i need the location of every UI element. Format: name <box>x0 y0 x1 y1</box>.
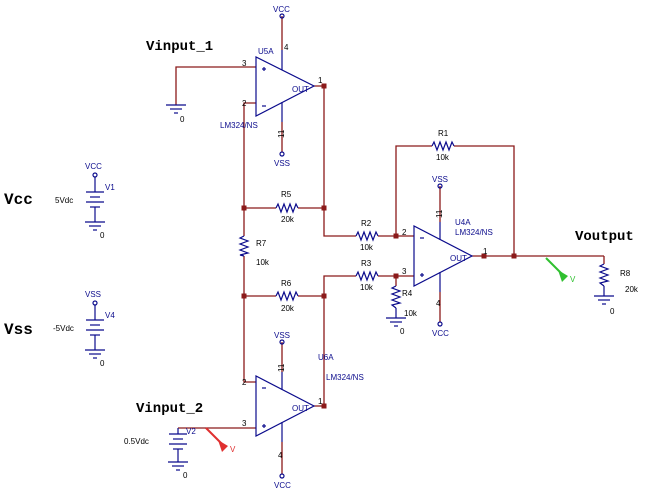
svg-text:4: 4 <box>284 43 289 52</box>
opamp-u4a[interactable]: U4A LM324/NS OUT 2 3 1 11 4 VSS VCC <box>402 175 493 338</box>
svg-text:0: 0 <box>183 471 188 480</box>
u4a-model: LM324/NS <box>455 228 493 237</box>
svg-text:0: 0 <box>610 307 615 316</box>
svg-text:-5Vdc: -5Vdc <box>53 324 74 333</box>
svg-text:R5: R5 <box>281 190 292 199</box>
u6a-top-supply: VSS <box>274 331 290 340</box>
voltage-probe-red[interactable]: V <box>205 427 236 454</box>
svg-text:3: 3 <box>242 59 247 68</box>
svg-text:20k: 20k <box>625 285 639 294</box>
svg-text:VSS: VSS <box>85 290 101 299</box>
svg-text:V: V <box>570 275 576 284</box>
svg-text:11: 11 <box>277 363 286 372</box>
source-v1[interactable]: VCC 0 V1 5Vdc <box>55 162 115 240</box>
svg-text:R3: R3 <box>361 259 372 268</box>
resistor-r8[interactable]: R8 20k 0 <box>594 263 639 316</box>
svg-text:10k: 10k <box>436 153 450 162</box>
u4a-top-supply: VSS <box>432 175 448 184</box>
opamp-u6a[interactable]: U6A LM324/NS OUT 2 3 1 11 4 VSS VCC <box>242 331 364 490</box>
svg-text:1: 1 <box>318 397 323 406</box>
svg-text:20k: 20k <box>281 215 295 224</box>
svg-text:0: 0 <box>100 359 105 368</box>
svg-text:V4: V4 <box>105 311 115 320</box>
svg-text:4: 4 <box>278 451 283 460</box>
svg-text:R1: R1 <box>438 129 449 138</box>
resistor-r1[interactable]: R1 10k <box>431 129 455 162</box>
svg-text:2: 2 <box>402 228 407 237</box>
svg-text:20k: 20k <box>281 304 295 313</box>
resistor-r3[interactable]: R3 10k <box>355 259 379 292</box>
svg-text:4: 4 <box>436 299 441 308</box>
svg-text:1: 1 <box>483 247 488 256</box>
u4a-out: OUT <box>450 254 467 263</box>
resistor-r4[interactable]: R4 10k 0 <box>386 285 418 336</box>
svg-text:V1: V1 <box>105 183 115 192</box>
u6a-ref: U6A <box>318 353 334 362</box>
junctions <box>241 83 517 409</box>
resistor-r5[interactable]: R5 20k <box>275 190 299 224</box>
u4a-bottom-supply: VCC <box>432 329 449 338</box>
svg-text:2: 2 <box>242 378 247 387</box>
resistor-r7[interactable]: R7 10k <box>238 235 270 267</box>
label-vinput-1: Vinput_1 <box>146 39 213 55</box>
u5a-top-supply: VCC <box>273 5 290 14</box>
svg-text:R2: R2 <box>361 219 372 228</box>
svg-text:V: V <box>230 445 236 454</box>
u6a-model: LM324/NS <box>326 373 364 382</box>
svg-text:10k: 10k <box>256 258 270 267</box>
source-v4[interactable]: VSS 0 V4 -5Vdc <box>53 290 115 368</box>
svg-text:11: 11 <box>435 209 444 218</box>
svg-text:10k: 10k <box>404 309 418 318</box>
u5a-ref: U5A <box>258 47 274 56</box>
label-vinput-2: Vinput_2 <box>136 401 203 417</box>
svg-text:10k: 10k <box>360 243 374 252</box>
svg-text:11: 11 <box>277 129 286 138</box>
voltage-probe-green[interactable]: V <box>545 257 576 284</box>
svg-text:0: 0 <box>180 115 185 124</box>
svg-text:10k: 10k <box>360 283 374 292</box>
opamp-u5a[interactable]: U5A LM324/NS OUT 3 2 1 4 11 VCC VSS <box>220 5 323 168</box>
label-vss: Vss <box>4 321 33 339</box>
svg-text:0: 0 <box>400 327 405 336</box>
label-vcc: Vcc <box>4 191 33 209</box>
u4a-ref: U4A <box>455 218 471 227</box>
u5a-out: OUT <box>292 85 309 94</box>
svg-text:3: 3 <box>242 419 247 428</box>
svg-text:0: 0 <box>100 231 105 240</box>
u5a-model: LM324/NS <box>220 121 258 130</box>
resistor-r6[interactable]: R6 20k <box>275 279 299 313</box>
svg-text:R7: R7 <box>256 239 267 248</box>
svg-text:1: 1 <box>318 76 323 85</box>
svg-text:R8: R8 <box>620 269 631 278</box>
svg-text:2: 2 <box>242 99 247 108</box>
svg-text:5Vdc: 5Vdc <box>55 196 73 205</box>
svg-text:3: 3 <box>402 267 407 276</box>
wires <box>175 16 605 474</box>
svg-text:R4: R4 <box>402 289 413 298</box>
svg-text:VCC: VCC <box>85 162 102 171</box>
ground-u5a: 0 <box>166 104 186 124</box>
u5a-bottom-supply: VSS <box>274 159 290 168</box>
svg-text:V2: V2 <box>186 427 196 436</box>
svg-text:R6: R6 <box>281 279 292 288</box>
source-v2[interactable]: 0 V2 0.5Vdc <box>124 427 196 480</box>
svg-text:0.5Vdc: 0.5Vdc <box>124 437 149 446</box>
resistor-r2[interactable]: R2 10k <box>355 219 379 252</box>
u6a-bottom-supply: VCC <box>274 481 291 490</box>
label-voutput: Voutput <box>575 229 634 245</box>
u6a-out: OUT <box>292 404 309 413</box>
